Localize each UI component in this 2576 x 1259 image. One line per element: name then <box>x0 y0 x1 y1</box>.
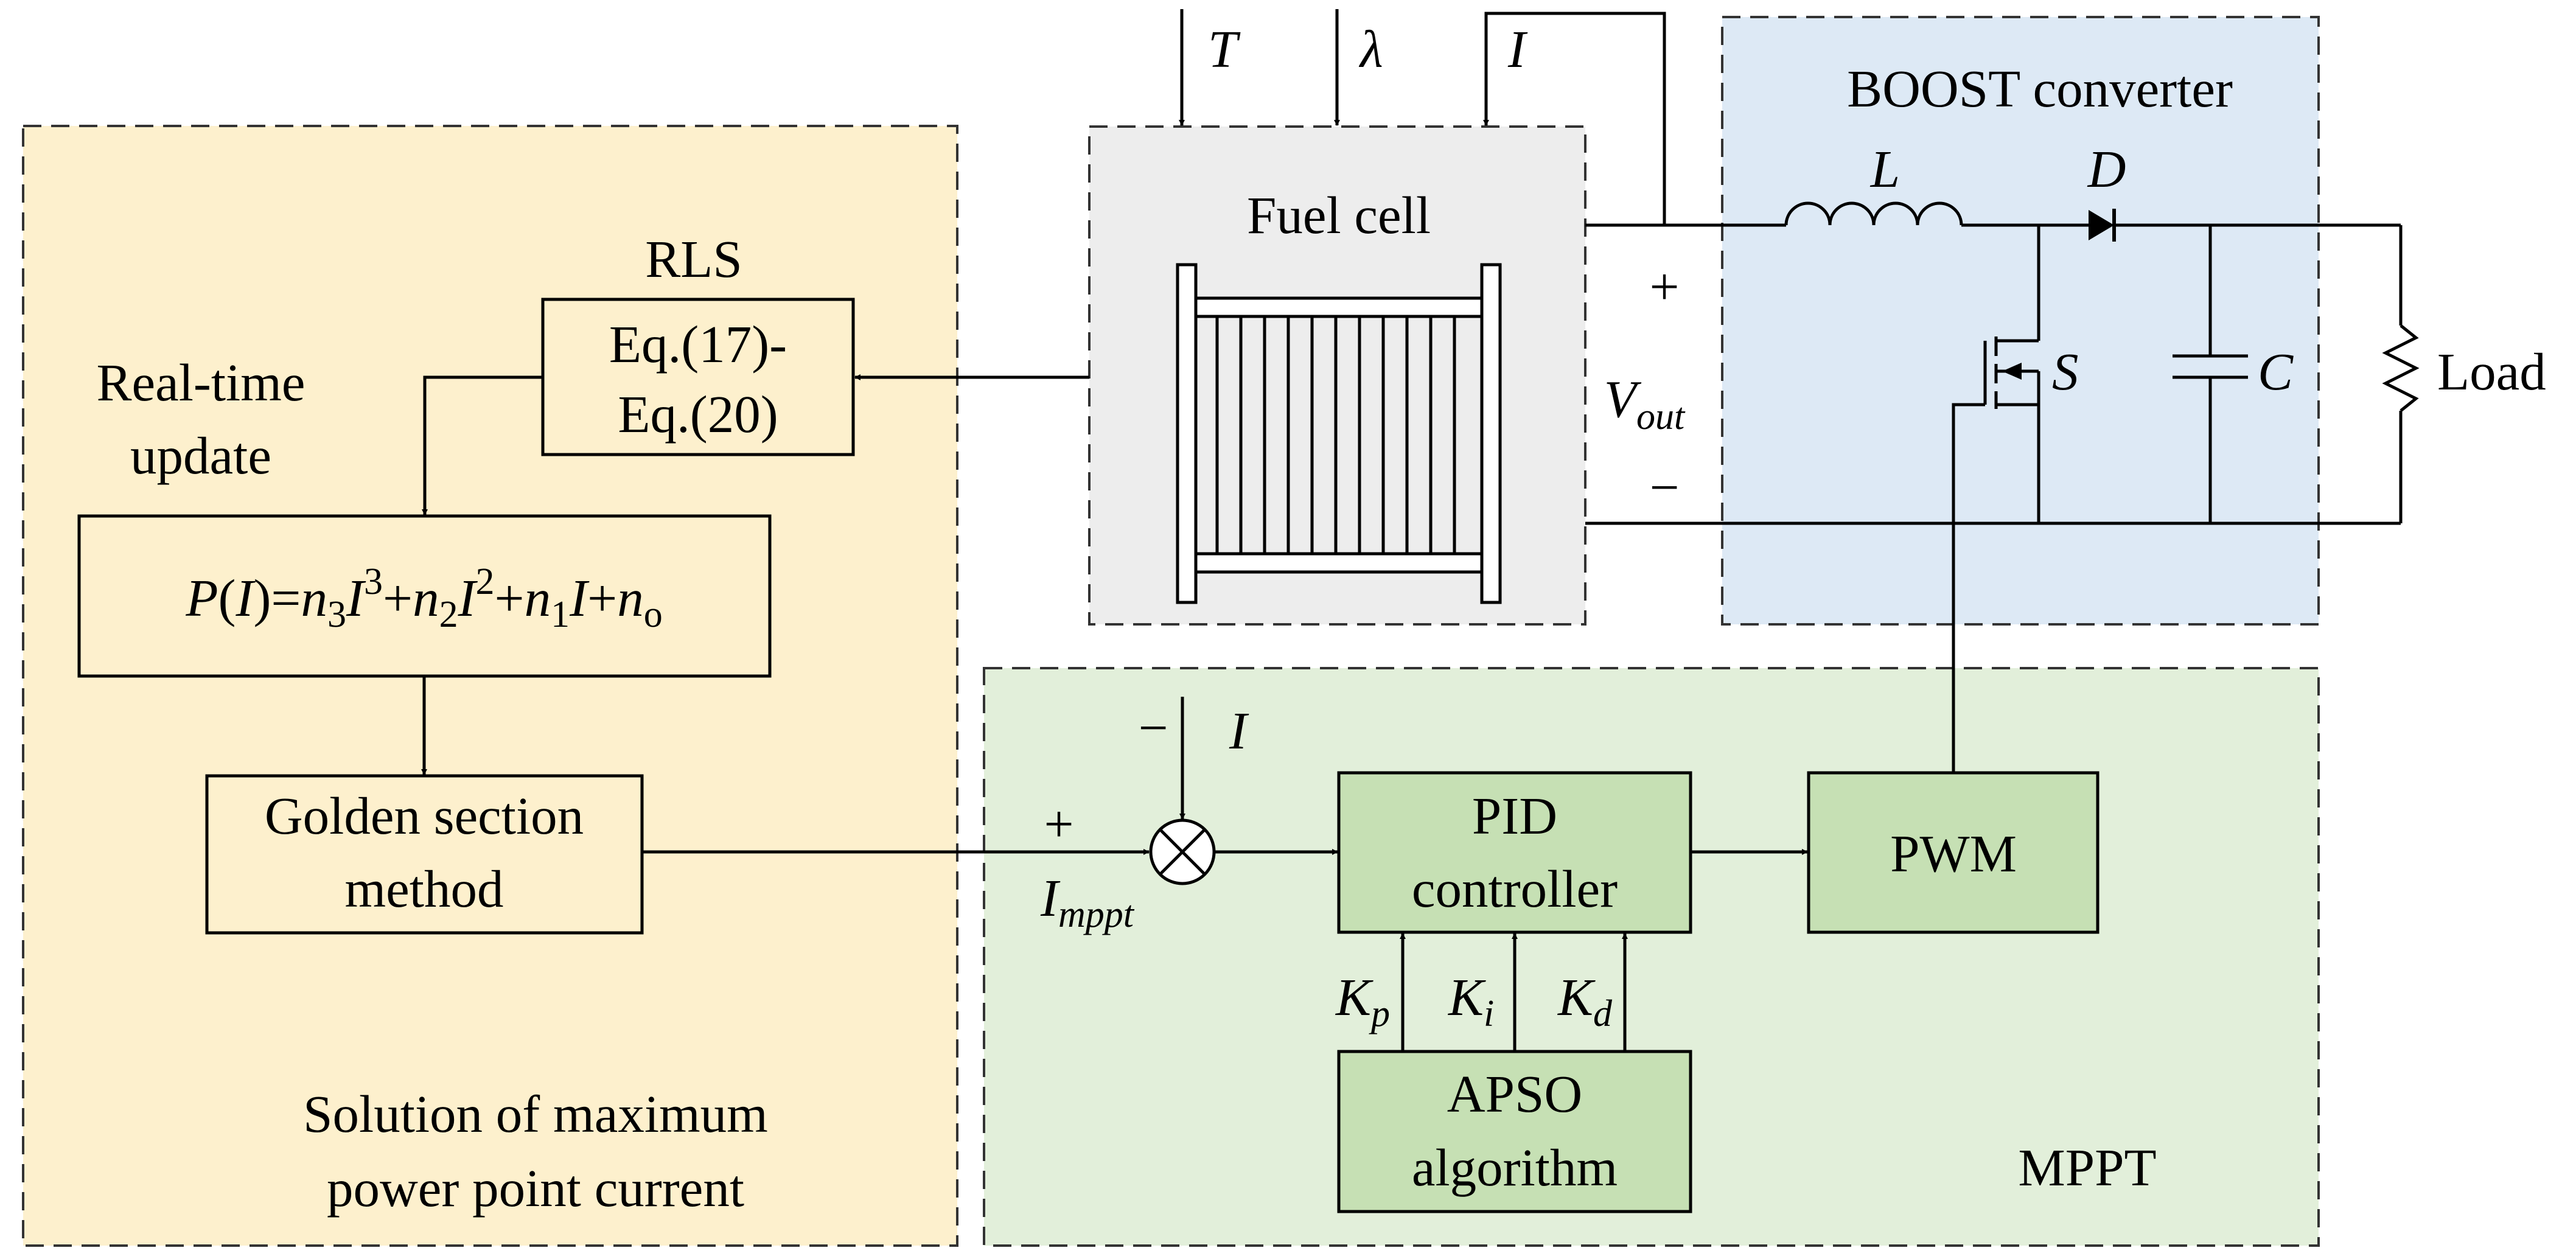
diode-label: D <box>2087 139 2126 198</box>
lambda-label: λ <box>1358 19 1383 78</box>
summing-junction-icon <box>1149 818 1216 885</box>
current-feedback-arrow <box>1483 12 1666 225</box>
kd-label: Kd <box>1557 968 1613 1034</box>
inductor-icon <box>1784 201 1963 226</box>
current-input-label: I <box>1507 19 1528 78</box>
temperature-label: T <box>1208 19 1241 78</box>
fuel-cell-stack-icon <box>1176 263 1502 604</box>
left-region <box>22 125 958 1247</box>
switch-label: S <box>2052 342 2079 401</box>
pwm-label: PWM <box>1890 824 2017 883</box>
left-region-title-line2: power point current <box>327 1159 744 1218</box>
impp-label: Imppt <box>1040 868 1135 935</box>
kp-label: Kp <box>1335 968 1390 1034</box>
apso-line1: APSO <box>1447 1064 1582 1123</box>
update-label-line1: Real-time <box>96 353 305 412</box>
inductor-label: L <box>1869 139 1900 198</box>
pid-line1: PID <box>1472 786 1557 845</box>
left-region-title-line1: Solution of maximum <box>303 1084 768 1143</box>
golden-section-block <box>205 774 644 935</box>
sum-plus-sign: + <box>1044 794 1073 853</box>
sum-minus-sign: − <box>1138 698 1168 757</box>
vout-plus-sign: + <box>1649 257 1679 316</box>
polynomial-equation: P(I)=n3I3+n2I2+n1I+no <box>185 561 662 635</box>
capacitor-label: C <box>2258 342 2294 401</box>
rls-block-line1: Eq.(17)- <box>609 315 787 374</box>
pwm-block <box>1807 771 2100 934</box>
boost-region-title: BOOST converter <box>1847 59 2233 118</box>
load-resistor-icon <box>2382 225 2420 523</box>
golden-section-line2: method <box>345 859 504 918</box>
vout-minus-sign: − <box>1649 458 1679 517</box>
rls-to-polynomial-arrow <box>422 375 543 515</box>
pid-line2: controller <box>1412 859 1618 918</box>
load-label: Load <box>2437 342 2546 401</box>
rls-label: RLS <box>645 229 742 288</box>
capacitor-icon <box>2173 225 2248 523</box>
apso-line2: algorithm <box>1412 1138 1618 1197</box>
vout-label: Vout <box>1604 369 1686 438</box>
update-label-line2: update <box>130 426 271 485</box>
mppt-region-title: MPPT <box>2018 1138 2156 1197</box>
fuel-cell-title: Fuel cell <box>1247 186 1431 245</box>
rls-block-line2: Eq.(20) <box>618 385 778 444</box>
apso-algorithm-block <box>1337 1050 1692 1213</box>
ki-label: Ki <box>1447 968 1494 1034</box>
mosfet-arrow-icon <box>2002 363 2022 380</box>
feedback-current-label: I <box>1229 701 1249 760</box>
golden-section-line1: Golden section <box>265 786 584 845</box>
